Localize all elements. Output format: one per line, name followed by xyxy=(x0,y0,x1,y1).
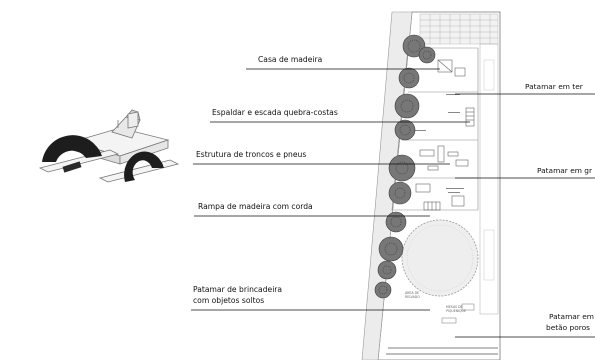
tree-icon xyxy=(388,181,412,205)
label-patamar-gravilha: Patamar em gr xyxy=(537,166,593,175)
picnic-note-line1: MESAS DE xyxy=(446,305,463,309)
site-plan: ÁREA DE RELVADO MESAS DE PIQUENIQUE xyxy=(361,11,501,360)
play-equipment-symbols xyxy=(415,59,475,211)
picnic-note-line2: PIQUENIQUE xyxy=(446,309,466,313)
leader-lines xyxy=(191,68,595,338)
tree-icon xyxy=(388,154,416,182)
tree-icon xyxy=(385,211,407,233)
label-estrutura-troncos-pneus: Estrutura de troncos e pneus xyxy=(196,150,307,159)
picnic-tables: MESAS DE PIQUENIQUE xyxy=(441,303,475,324)
tyre-arch-icon xyxy=(42,135,102,162)
label-patamar-betao-line1: Patamar em xyxy=(549,312,594,321)
label-rampa-madeira: Rampa de madeira com corda xyxy=(198,202,313,211)
tree-icon xyxy=(377,260,397,280)
tree-row xyxy=(374,34,436,299)
tree-icon xyxy=(394,93,420,119)
tree-icon xyxy=(418,46,436,64)
label-casa-de-madeira: Casa de madeira xyxy=(258,55,323,64)
label-patamar-brincadeira-line1: Patamar de brincadeira xyxy=(193,285,283,294)
tree-icon xyxy=(398,67,420,89)
lawn-note-line1: ÁREA DE xyxy=(405,290,419,295)
tree-icon xyxy=(374,281,392,299)
tree-icon xyxy=(394,119,416,141)
label-patamar-betao-line2: betão poros xyxy=(546,323,590,332)
tyre-arch-icon xyxy=(124,151,164,182)
tree-icon xyxy=(378,236,404,262)
label-patamar-brincadeira-line2: com objetos soltos xyxy=(193,296,265,305)
label-espaldar-escada: Espaldar e escada quebra-costas xyxy=(212,108,338,117)
bottom-steps xyxy=(386,347,498,355)
lawn-circle: ÁREA DE RELVADO xyxy=(401,219,479,299)
paving-grid xyxy=(419,13,499,45)
label-patamar-terra: Patamar em ter xyxy=(525,82,583,91)
lawn-note-line2: RELVADO xyxy=(405,295,420,299)
tyre-log-structure-sketch xyxy=(38,109,180,183)
